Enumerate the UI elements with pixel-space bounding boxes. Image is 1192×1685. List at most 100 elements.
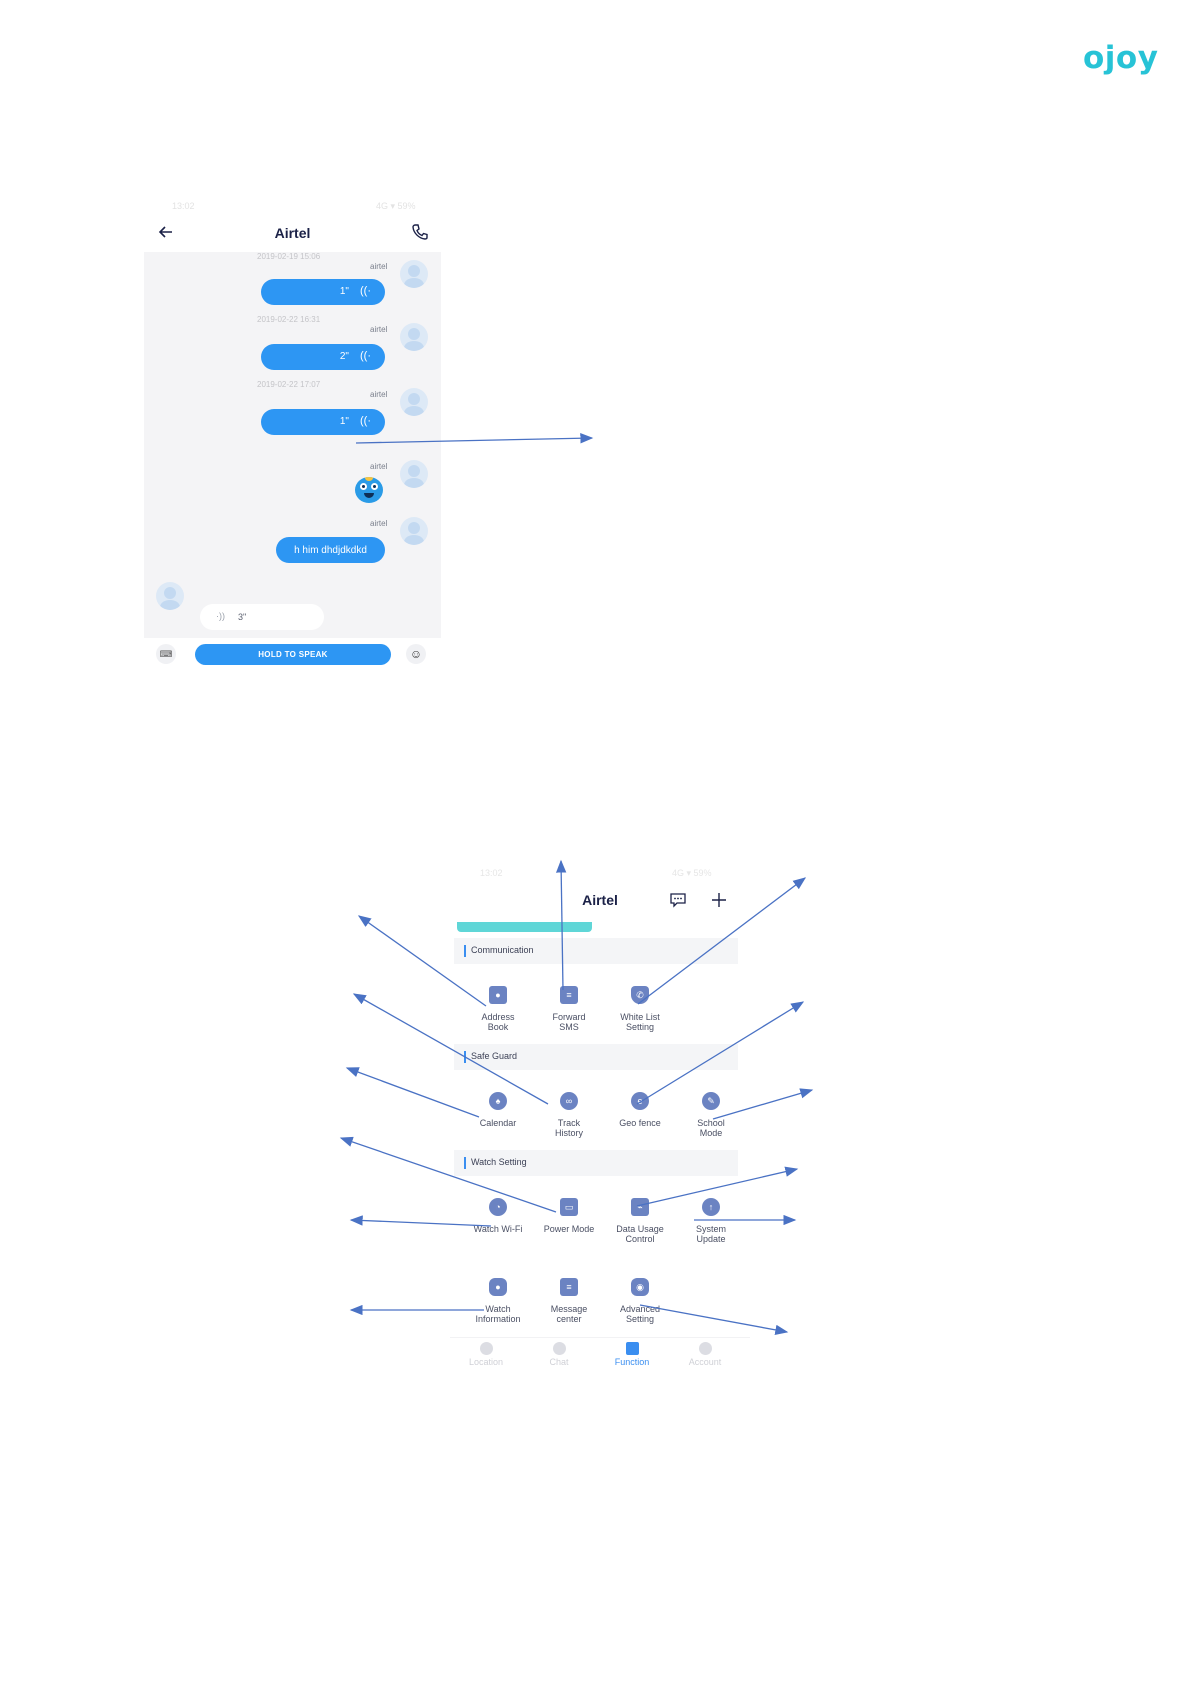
track-icon: ∞ (560, 1092, 578, 1110)
voice-message-bubble[interactable]: 2" ((· (261, 344, 385, 370)
address-book-icon: ● (489, 986, 507, 1004)
gear-icon: ◉ (631, 1278, 649, 1296)
watch-info-icon: ● (489, 1278, 507, 1296)
shield-phone-icon: ✆ (631, 986, 649, 1004)
voice-wave-icon: ((· (360, 285, 371, 297)
function-title: Airtel (582, 892, 618, 908)
data-chart-icon: ⌁ (631, 1198, 649, 1216)
device-banner (457, 922, 592, 932)
item-label: Watch Wi-Fi (473, 1224, 523, 1234)
item-label: Power Mode (543, 1224, 595, 1234)
chat-screenshot: 13:02 4G ▾ 59% Airtel 2019-02-19 15:06 a… (144, 198, 441, 668)
keyboard-icon[interactable]: ⌨ (156, 644, 176, 664)
message-list[interactable]: 2019-02-19 15:06 airtel 1" ((· 2019-02-2… (144, 252, 441, 638)
text-message-bubble[interactable]: h him dhdjdkdkd (276, 537, 385, 563)
voice-wave-icon: ((· (360, 350, 371, 362)
section-watch-setting: Watch Setting (454, 1150, 738, 1176)
voice-duration: 1" (339, 416, 349, 427)
message-timestamp: 2019-02-22 17:07 (257, 380, 321, 389)
voice-duration: 2" (339, 351, 349, 362)
chat-bubble-icon (552, 1342, 566, 1355)
smiley-icon[interactable]: ☺ (406, 644, 426, 664)
voice-duration: 3" (238, 612, 247, 622)
tab-account[interactable]: Account (670, 1342, 740, 1367)
sms-icon: ≡ (560, 986, 578, 1004)
tab-chat[interactable]: Chat (524, 1342, 594, 1367)
avatar (400, 517, 428, 545)
hold-to-speak-button[interactable]: HOLD TO SPEAK (195, 644, 391, 665)
chat-title: Airtel (274, 225, 311, 241)
tab-label: Account (688, 1357, 722, 1367)
back-arrow-icon[interactable] (156, 222, 176, 242)
tab-label: Location (468, 1357, 504, 1367)
geo-fence-icon: e (631, 1092, 649, 1110)
tab-label: Chat (549, 1357, 569, 1367)
plus-icon[interactable] (711, 892, 727, 908)
geo-fence-item[interactable]: e Geo fence (600, 1092, 680, 1128)
watch-wifi-item[interactable]: ◔ Watch Wi-Fi (458, 1198, 538, 1234)
voice-message-bubble[interactable]: 1" ((· (261, 279, 385, 305)
phone-icon[interactable] (410, 222, 430, 242)
bell-icon: ♠ (489, 1092, 507, 1110)
voice-message-bubble[interactable]: 1" ((· (261, 409, 385, 435)
message-sender: airtel (370, 462, 388, 471)
message-timestamp: 2019-02-19 15:06 (257, 252, 321, 261)
pencil-icon: ✎ (702, 1092, 720, 1110)
voice-wave-icon: ((· (360, 415, 371, 427)
avatar (400, 460, 428, 488)
section-label: Watch Setting (471, 1157, 527, 1167)
status-indicators: 4G ▾ 59% (672, 868, 712, 878)
grid-icon (625, 1342, 639, 1355)
tab-function[interactable]: Function (597, 1342, 667, 1367)
power-mode-item[interactable]: ▭ Power Mode (529, 1198, 609, 1234)
status-time: 13:02 (480, 868, 503, 878)
bottom-tab-bar: Location Chat Function Account (450, 1337, 750, 1373)
section-communication: Communication (454, 938, 738, 964)
section-label: Communication (471, 945, 534, 955)
avatar (400, 388, 428, 416)
chat-input-bar: ⌨ HOLD TO SPEAK ☺ (144, 638, 441, 668)
message-icon[interactable] (669, 892, 687, 908)
incoming-voice-bubble[interactable]: ·)) 3" (200, 604, 324, 630)
avatar (156, 582, 184, 610)
brand-logo: ojoy (1083, 40, 1159, 76)
status-time: 13:02 (172, 201, 195, 211)
function-screenshot: 13:02 4G ▾ 59% Airtel Communication ● Ad… (450, 862, 750, 1372)
avatar (400, 260, 428, 288)
wifi-icon: ◔ (489, 1198, 507, 1216)
calendar-item[interactable]: ♠ Calendar (458, 1092, 538, 1128)
battery-icon: ▭ (560, 1198, 578, 1216)
voice-duration: 1" (339, 286, 349, 297)
upload-arrow-icon: ↑ (702, 1198, 720, 1216)
person-icon (698, 1342, 712, 1355)
message-sender: airtel (370, 390, 388, 399)
message-timestamp: 2019-02-22 16:31 (257, 315, 321, 324)
avatar (400, 323, 428, 351)
tab-location[interactable]: Location (451, 1342, 521, 1367)
voice-wave-icon: ·)) (216, 611, 225, 621)
chat-header: Airtel (144, 218, 441, 250)
message-list-icon: ≡ (560, 1278, 578, 1296)
item-label: Geo fence (619, 1118, 661, 1128)
message-sender: airtel (370, 325, 388, 334)
monster-emoji-icon[interactable] (355, 477, 383, 503)
section-safe-guard: Safe Guard (454, 1044, 738, 1070)
